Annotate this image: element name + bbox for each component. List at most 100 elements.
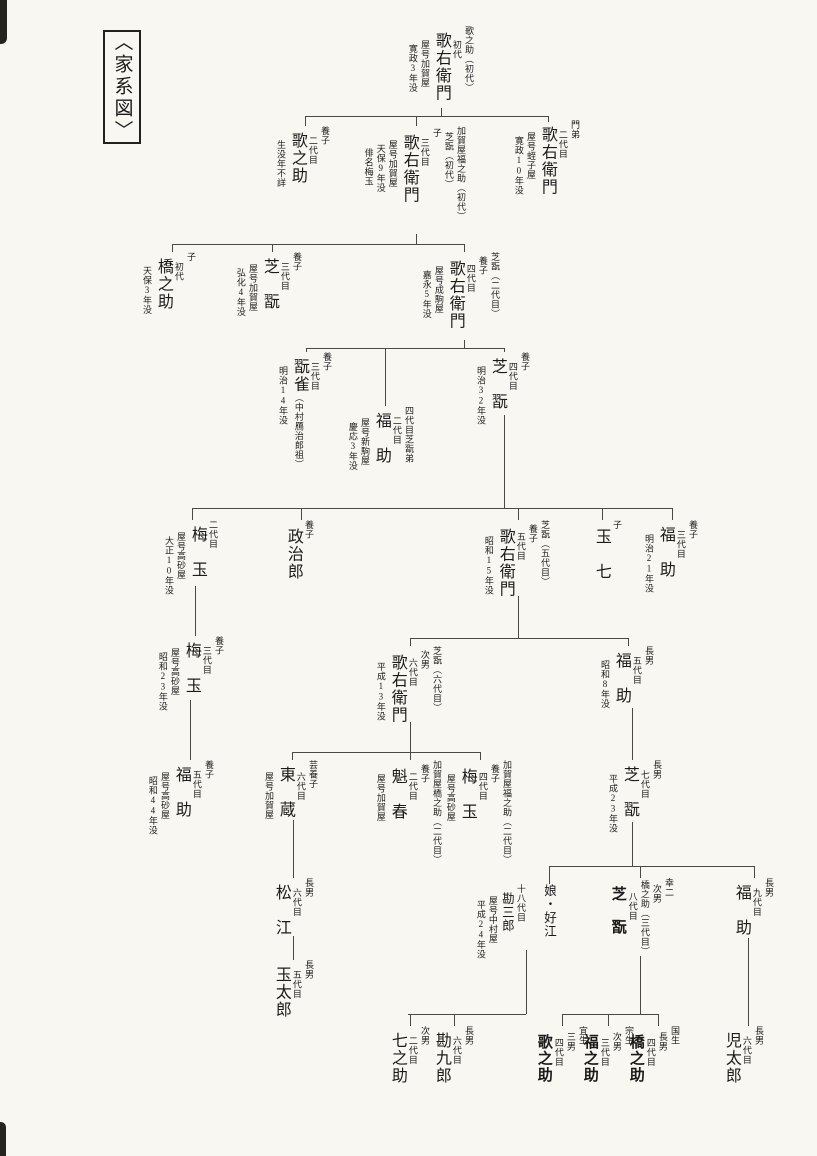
person-text-column: 橋之助: [627, 1034, 644, 1084]
person-text-column: 三代目: [599, 1038, 610, 1067]
person-shikan-3: 養子三代目芝 翫屋号加賀屋弘化4年没: [234, 252, 302, 317]
person-text-column: 宗生: [624, 1026, 634, 1045]
person-text-column: 門弟: [570, 120, 580, 139]
person-text-column: 養子: [419, 764, 430, 783]
person-text-column: 俳名梅玉: [363, 148, 374, 186]
connector-line: [518, 596, 519, 638]
person-text-column: 四代目: [477, 772, 488, 801]
person-hashinosuke-4: 国生長男四代目橋之助: [625, 1026, 680, 1084]
person-text-column: 長男: [657, 1032, 668, 1051]
person-fukusuke-3: 養子三代目福 助明治21年没: [642, 520, 698, 593]
connector-line: [464, 244, 465, 252]
connector-line: [640, 956, 641, 1014]
person-text-column: 宜生: [578, 1026, 588, 1045]
person-text-column: 昭和44年没: [147, 776, 158, 835]
person-kanosuke-2: 養子二代目歌之助生没年不詳: [274, 126, 330, 188]
person-utaemon-4: 芝翫（二代目）養子四代目歌右衛門屋号成駒屋嘉永5年没: [420, 252, 500, 330]
person-text-column: 政治郎: [284, 528, 302, 581]
person-text-column: 養子: [527, 524, 538, 543]
connector-line: [640, 866, 641, 878]
person-masajiro: 養子政治郎: [282, 520, 314, 581]
connector-line: [195, 586, 196, 636]
person-text-column: 橋之助（三代目）: [639, 880, 650, 956]
person-fukunosuke-3: 宗生次男三代目福之助: [579, 1026, 634, 1084]
person-text-column: 松 江: [272, 884, 290, 937]
person-text-column: 屋号加賀屋: [247, 264, 258, 312]
person-text-column: 嘉永5年没: [421, 270, 432, 319]
person-text-column: 玉 七: [592, 528, 610, 581]
person-text-column: 加賀屋福之助（初代）: [456, 126, 466, 221]
person-text-column: 弘化4年没: [235, 268, 246, 317]
person-baigyoku-4: 加賀屋福之助（二代目）養子四代目梅 玉屋号高砂屋: [444, 760, 512, 865]
person-text-column: 歌右衛門: [496, 528, 514, 598]
person-text-column: 次男: [651, 884, 662, 903]
scan-artifact-top-left: [0, 0, 7, 44]
person-text-column: 六代目: [451, 1036, 462, 1065]
person-baigyoku-3: 養子三代目梅 玉屋号高砂屋昭和23年没: [156, 636, 224, 711]
person-text-column: 三男: [565, 1032, 576, 1051]
connector-line: [192, 508, 193, 520]
person-text-column: 養子: [520, 352, 530, 371]
person-text-column: 子: [186, 252, 196, 262]
person-text-column: 平成13年没: [375, 662, 386, 721]
person-text-column: 養子: [292, 252, 302, 271]
connector-line: [305, 116, 548, 117]
person-text-column: 歌右衛門: [446, 260, 464, 330]
diagram-title: 〈家系図〉: [103, 30, 141, 144]
person-text-column: 二代目: [407, 772, 418, 801]
person-text-column: 梅 玉: [188, 526, 206, 579]
person-text-column: 次男: [420, 1026, 430, 1045]
person-text-column: 養子: [214, 636, 224, 655]
person-text-column: 屋号加賀屋: [263, 772, 274, 820]
person-text-column: 屋号新駒屋: [359, 418, 370, 466]
person-text-column: 二代目: [557, 130, 568, 159]
person-text-column: 加賀屋橋之助（二代目）: [432, 760, 442, 865]
person-text-column: 四代目: [507, 362, 518, 391]
person-text-column: 昭和23年没: [157, 652, 168, 711]
connector-line: [293, 820, 294, 878]
connector-line: [504, 348, 505, 352]
person-text-column: 四代目: [553, 1038, 564, 1067]
person-text-column: 十八代目: [516, 884, 526, 922]
person-text-column: 養子: [489, 764, 500, 783]
person-text-column: 養子: [322, 352, 332, 371]
connector-line: [305, 116, 306, 126]
person-utaemon-5: 芝翫（五代目）養子五代目歌右衛門昭和15年没: [482, 520, 550, 598]
person-text-column: 六代目: [291, 888, 302, 917]
person-text-column: 芝翫（初代）: [443, 132, 454, 189]
person-shikan-8: 幸二次男橋之助（三代目）八代目芝 翫: [607, 878, 674, 956]
person-text-column: 魁 春: [388, 768, 406, 821]
person-text-column: 歌右衛門: [400, 134, 418, 204]
person-hashinosuke-1: 子初代橋之助天保3年没: [140, 252, 196, 315]
connector-line: [562, 1014, 563, 1026]
person-kanzaburo-18: 十八代目勘三郎屋号中村屋平成24年没: [474, 884, 526, 959]
connector-line: [549, 866, 550, 884]
person-text-column: 五代目: [515, 532, 526, 561]
person-text-column: 平成24年没: [475, 900, 486, 959]
person-text-column: 屋号加賀屋: [387, 140, 398, 188]
person-shichinosuke-2: 次男二代目七之助: [386, 1026, 430, 1085]
person-text-column: 四代目芝翫弟: [404, 406, 414, 463]
person-shikan-4: 養子四代目芝 翫明治32年没: [474, 352, 530, 425]
person-text-column: 芝 翫: [488, 358, 506, 411]
connector-line: [608, 1014, 609, 1026]
person-text-column: 芝翫（六代目）: [432, 646, 442, 713]
connector-line: [416, 116, 417, 126]
person-text-column: 二代目: [208, 520, 218, 549]
person-text-column: 寛政3年没: [407, 44, 418, 93]
person-text-column: 昭和8年没: [599, 660, 610, 709]
person-text-column: 平成23年没: [607, 774, 618, 833]
person-matsue-6: 長男六代目松 江: [270, 878, 314, 937]
person-fukusuke-9: 長男九代目福 助: [730, 878, 774, 937]
person-text-column: 三代目: [419, 138, 430, 167]
connector-line: [562, 1014, 658, 1015]
person-text-column: 歌之助（初代）: [464, 26, 474, 93]
person-text-column: 歌之助: [288, 132, 306, 185]
connector-line: [192, 508, 672, 509]
person-text-column: 国生: [670, 1026, 680, 1045]
person-text-column: 二代目: [391, 416, 402, 445]
person-text-column: 梅 玉: [458, 768, 476, 821]
person-text-column: 明治32年没: [475, 366, 486, 425]
connector-line: [292, 752, 480, 753]
